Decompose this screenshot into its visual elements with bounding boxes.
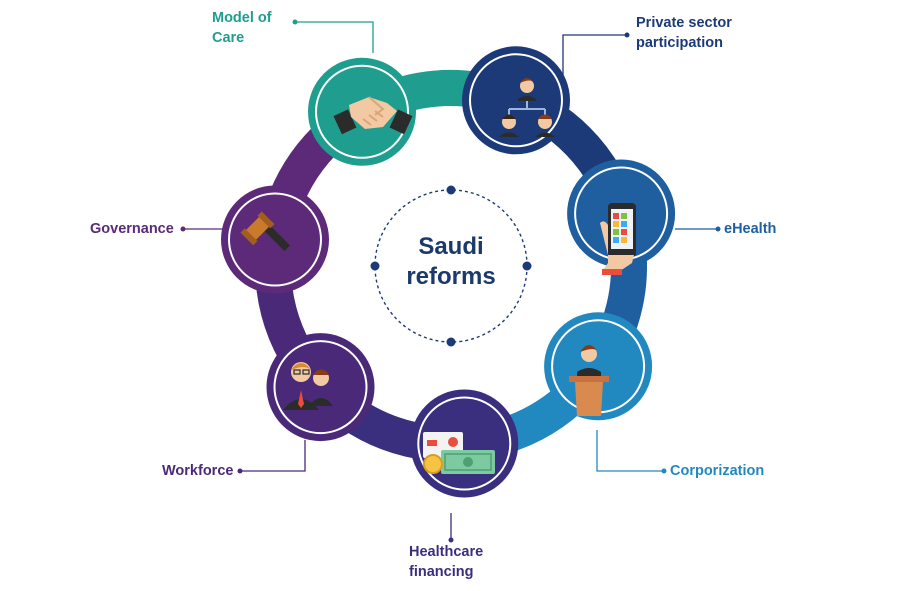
team-hierarchy-icon	[499, 78, 555, 137]
ring-dot-right	[522, 261, 532, 271]
center-title: Saudi reforms	[375, 232, 527, 292]
label-healthcare-financing-line1: Healthcare	[409, 544, 484, 560]
ring-dot-left	[370, 261, 380, 271]
smartphone-apps-icon	[600, 203, 636, 275]
label-ehealth: eHealth	[724, 219, 776, 239]
leader-dot-ehealth	[715, 226, 721, 232]
label-model-of-care-line2: Care	[212, 30, 245, 46]
label-private-sector: Private sector participation	[636, 13, 732, 53]
leader-dot-corporization	[661, 468, 667, 474]
leader-line-workforce	[240, 440, 306, 472]
node-ring-workforce	[273, 340, 368, 435]
speaker-podium-icon	[569, 345, 609, 416]
leader-dot-private-sector	[624, 32, 630, 38]
leader-dot-healthcare-financing	[448, 537, 454, 543]
label-private-sector-line1: Private sector	[636, 15, 732, 31]
ring-dot-bottom	[446, 337, 456, 347]
node-ring-model-of-care	[315, 64, 409, 159]
label-workforce: Workforce	[162, 461, 233, 481]
center-title-line2: reforms	[406, 263, 496, 290]
label-corporization-line1: Corporization	[670, 463, 765, 479]
node-disc-corporization	[544, 312, 653, 421]
node-disc-workforce	[266, 333, 375, 442]
node-workforce	[266, 333, 375, 442]
leader-line-private-sector	[562, 34, 627, 75]
label-ehealth-line1: eHealth	[724, 221, 777, 237]
label-healthcare-financing: Healthcare financing	[409, 542, 483, 582]
node-disc-private-sector	[462, 46, 570, 155]
people-group-icon	[283, 362, 333, 410]
label-model-of-care-line1: Model of	[212, 10, 272, 26]
gavel-icon	[240, 211, 291, 252]
leader-dot-workforce	[237, 468, 243, 474]
handshake-icon	[333, 96, 413, 135]
label-corporization: Corporization	[670, 461, 764, 481]
leader-line-corporization	[596, 430, 664, 472]
center-title-line1: Saudi	[418, 233, 484, 260]
leader-line-model-of-care	[295, 21, 374, 53]
label-model-of-care: Model of Care	[212, 8, 272, 48]
leader-dot-model-of-care	[292, 19, 298, 25]
node-ring-governance	[228, 192, 322, 287]
node-ring-private-sector	[469, 53, 563, 148]
label-governance-line1: Governance	[90, 221, 174, 237]
label-workforce-line1: Workforce	[162, 463, 234, 479]
label-governance: Governance	[90, 219, 174, 239]
leader-lines	[183, 21, 718, 540]
label-healthcare-financing-line2: financing	[409, 564, 474, 580]
money-card-icon	[423, 432, 495, 474]
ring-dot-top	[446, 185, 456, 195]
node-ring-healthcare-financing	[417, 396, 512, 491]
node-private-sector	[462, 46, 570, 155]
leader-dots	[180, 19, 721, 543]
leader-dot-governance	[180, 226, 186, 232]
label-private-sector-line2: participation	[636, 35, 724, 51]
